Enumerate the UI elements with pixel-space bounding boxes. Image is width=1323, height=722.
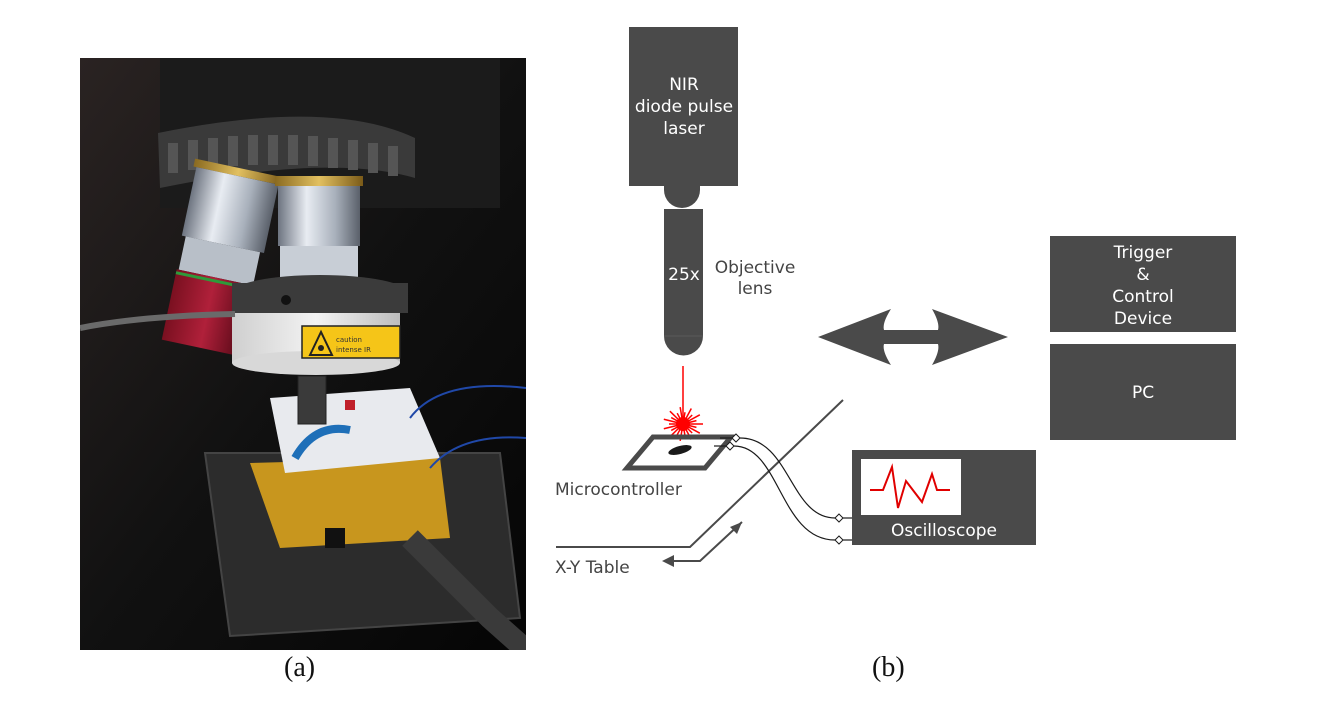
xy-motion-arrow xyxy=(668,521,743,562)
breadboard-pcb xyxy=(250,458,450,548)
turret-knurls xyxy=(168,135,398,176)
trigger-label-line4: Device xyxy=(1114,309,1172,329)
power-jack xyxy=(325,528,345,548)
xy-table-label: X-Y Table xyxy=(555,558,630,578)
laser-box: NIR diode pulse laser xyxy=(629,27,738,208)
blue-wire-2 xyxy=(429,436,526,469)
probe-wires xyxy=(714,437,852,541)
objective-left xyxy=(161,158,284,356)
caution-sticker xyxy=(301,325,401,359)
laser-label-line2: diode pulse xyxy=(635,97,733,117)
sticker-caution-text: caution xyxy=(336,336,362,344)
xy-table-outline xyxy=(556,399,844,548)
pc-label: PC xyxy=(1132,383,1154,403)
caption-a: (a) xyxy=(284,652,316,683)
trigger-label-line1: Trigger xyxy=(1113,243,1173,263)
waveform-icon xyxy=(870,463,950,509)
setup-diagram: NIR diode pulse laser 25x Objective lens… xyxy=(555,27,1236,578)
objective-lens: 25x xyxy=(664,209,703,356)
gray-cable xyxy=(80,311,236,331)
objective-center xyxy=(275,176,363,281)
laser-warning-icon xyxy=(308,329,334,356)
objective-magnification: 25x xyxy=(668,265,700,285)
blue-wire-1 xyxy=(409,385,526,419)
setup-photo: caution intense IR xyxy=(80,58,526,650)
microcontroller-label: Microcontroller xyxy=(555,480,682,500)
chip-socket xyxy=(297,375,327,425)
trigger-label-line3: Control xyxy=(1112,287,1173,307)
xy-arrow-head-left xyxy=(662,555,674,567)
laser-label-line1: NIR xyxy=(669,75,699,95)
trigger-label-line2: & xyxy=(1136,265,1149,285)
oscilloscope-label: Oscilloscope xyxy=(891,521,997,541)
laser-label-line3: laser xyxy=(663,119,704,139)
usb-cable xyxy=(402,530,526,650)
caption-b: (b) xyxy=(872,652,905,683)
oscilloscope-box: Oscilloscope xyxy=(852,450,1036,545)
wire-connectors xyxy=(725,433,844,545)
laser-aperture xyxy=(664,186,700,208)
objective-label-line2: lens xyxy=(738,279,773,299)
lens-adapter-body xyxy=(232,283,408,313)
adapter-screw xyxy=(281,295,291,305)
die-spot xyxy=(668,445,692,455)
pc-box: PC xyxy=(1050,344,1236,440)
trigger-control-box: Trigger & Control Device xyxy=(1050,236,1236,332)
sticker-intense-text: intense IR xyxy=(336,346,371,354)
bidirectional-arrow-icon xyxy=(818,309,1008,365)
objective-label-line1: Objective xyxy=(715,258,796,278)
microcontroller-chip xyxy=(621,434,737,471)
xy-arrow-head-up xyxy=(730,522,742,534)
